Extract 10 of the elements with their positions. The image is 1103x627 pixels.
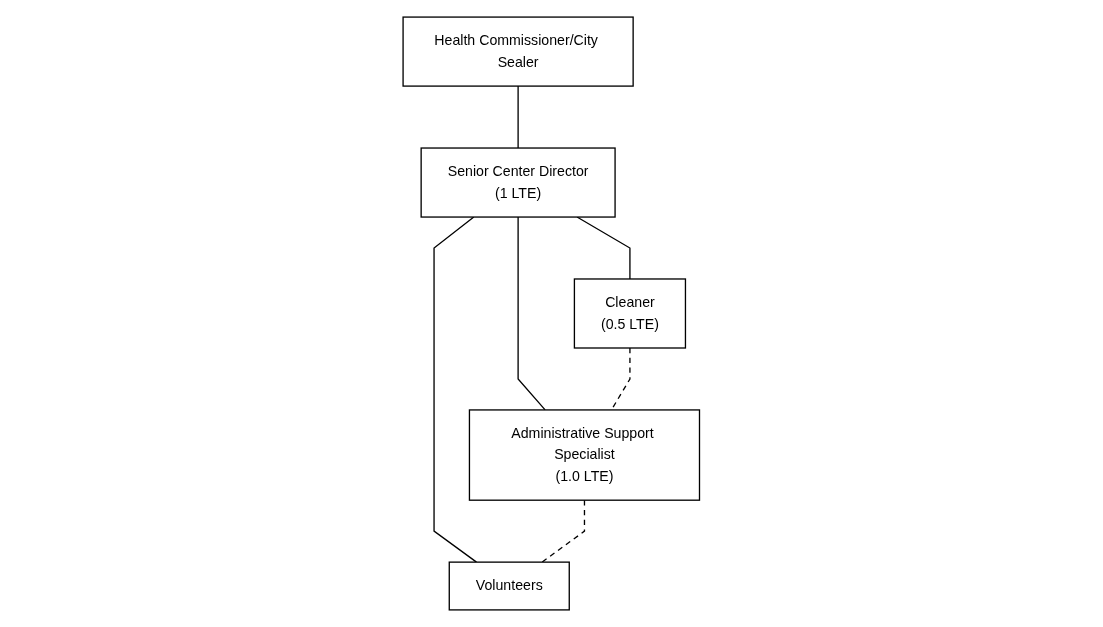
connector xyxy=(541,499,586,563)
node-box: Cleaner (0.5 LTE) xyxy=(573,278,687,349)
connector xyxy=(433,216,478,563)
connector xyxy=(576,216,631,280)
node-box: Health Commissioner/City Sealer xyxy=(402,16,634,87)
connector xyxy=(517,216,546,411)
node-box: Volunteers xyxy=(448,561,571,611)
node-box: Senior Center Director (1 LTE) xyxy=(420,147,616,218)
connector xyxy=(517,85,519,149)
node-box: Administrative Support Specialist (1.0 LTE) xyxy=(469,409,701,501)
